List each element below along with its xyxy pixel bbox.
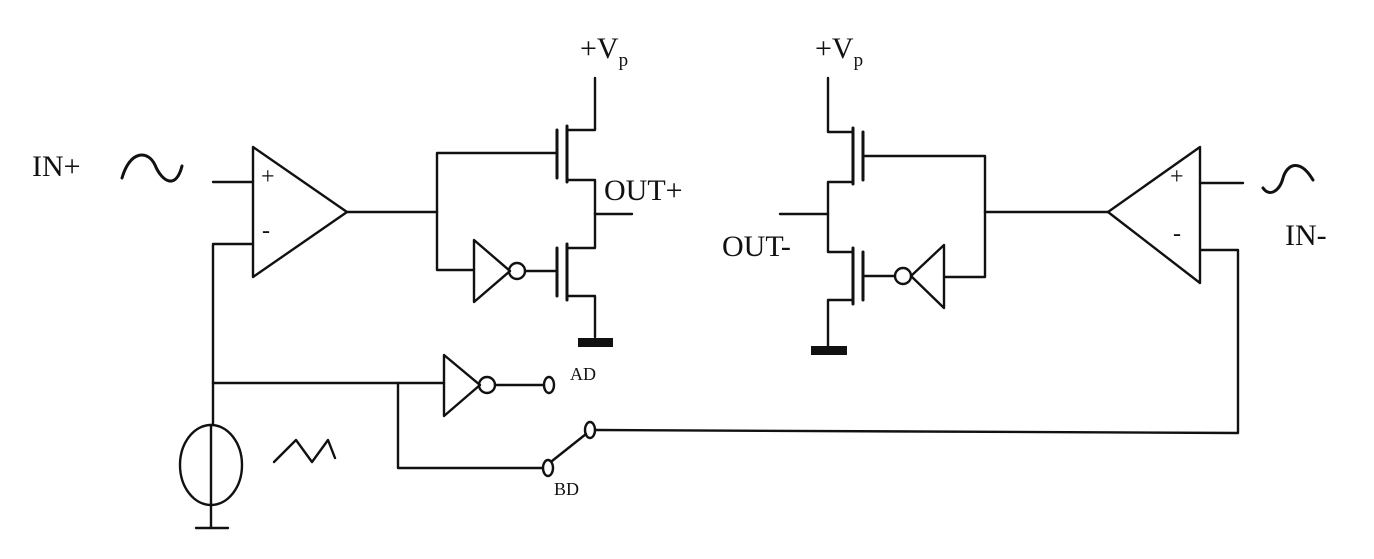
wire-gate-down-left: [435, 210, 476, 272]
terminal-bd: [541, 458, 555, 478]
wire-gate-up-right: [863, 154, 987, 214]
in-plus-label: IN+: [32, 150, 81, 183]
triangle-voltage-source: [178, 423, 244, 507]
out-plus-label: OUT+: [604, 174, 683, 207]
mosfet-bottom-right: [826, 212, 865, 348]
opamp-right-plus: +: [1170, 164, 1184, 190]
terminal-ad: [542, 375, 556, 395]
triangle-wave-icon: [272, 438, 337, 464]
wire-bd-path: [396, 381, 545, 470]
wire-switch-to-right: [593, 248, 1240, 435]
wire-gate-down-right: [942, 210, 987, 279]
wire-gate-up-left: [435, 151, 557, 214]
mosfet-top-left: [555, 76, 597, 216]
ad-label: AD: [570, 364, 596, 384]
bd-label: BD: [554, 479, 579, 499]
inverter-right-gate: [893, 243, 946, 310]
opamp-left: + -: [251, 145, 349, 279]
vp-right-label: +Vp: [815, 32, 863, 71]
mosfet-bottom-left: [555, 212, 597, 339]
opamp-left-plus: +: [261, 164, 275, 190]
sine-wave-icon: [120, 153, 184, 183]
wire-in-minus-left: [211, 242, 255, 385]
ground-bar-right: [811, 346, 847, 355]
switch-bd-blade: [550, 432, 588, 463]
opamp-left-minus: -: [262, 218, 270, 244]
terminal-switch-right: [583, 420, 597, 440]
ground-bar-icon: [578, 338, 613, 347]
sine-wave-right-icon: [1261, 164, 1315, 194]
inverter-ad: [442, 353, 497, 418]
inverter-left-gate: [472, 238, 527, 304]
in-minus-label: IN-: [1285, 219, 1327, 252]
mosfet-top-right: [826, 76, 865, 216]
opamp-right: + -: [1106, 145, 1202, 285]
opamp-right-minus: -: [1173, 221, 1181, 247]
out-minus-label: OUT-: [722, 230, 791, 263]
vp-left-label: +Vp: [580, 32, 628, 71]
